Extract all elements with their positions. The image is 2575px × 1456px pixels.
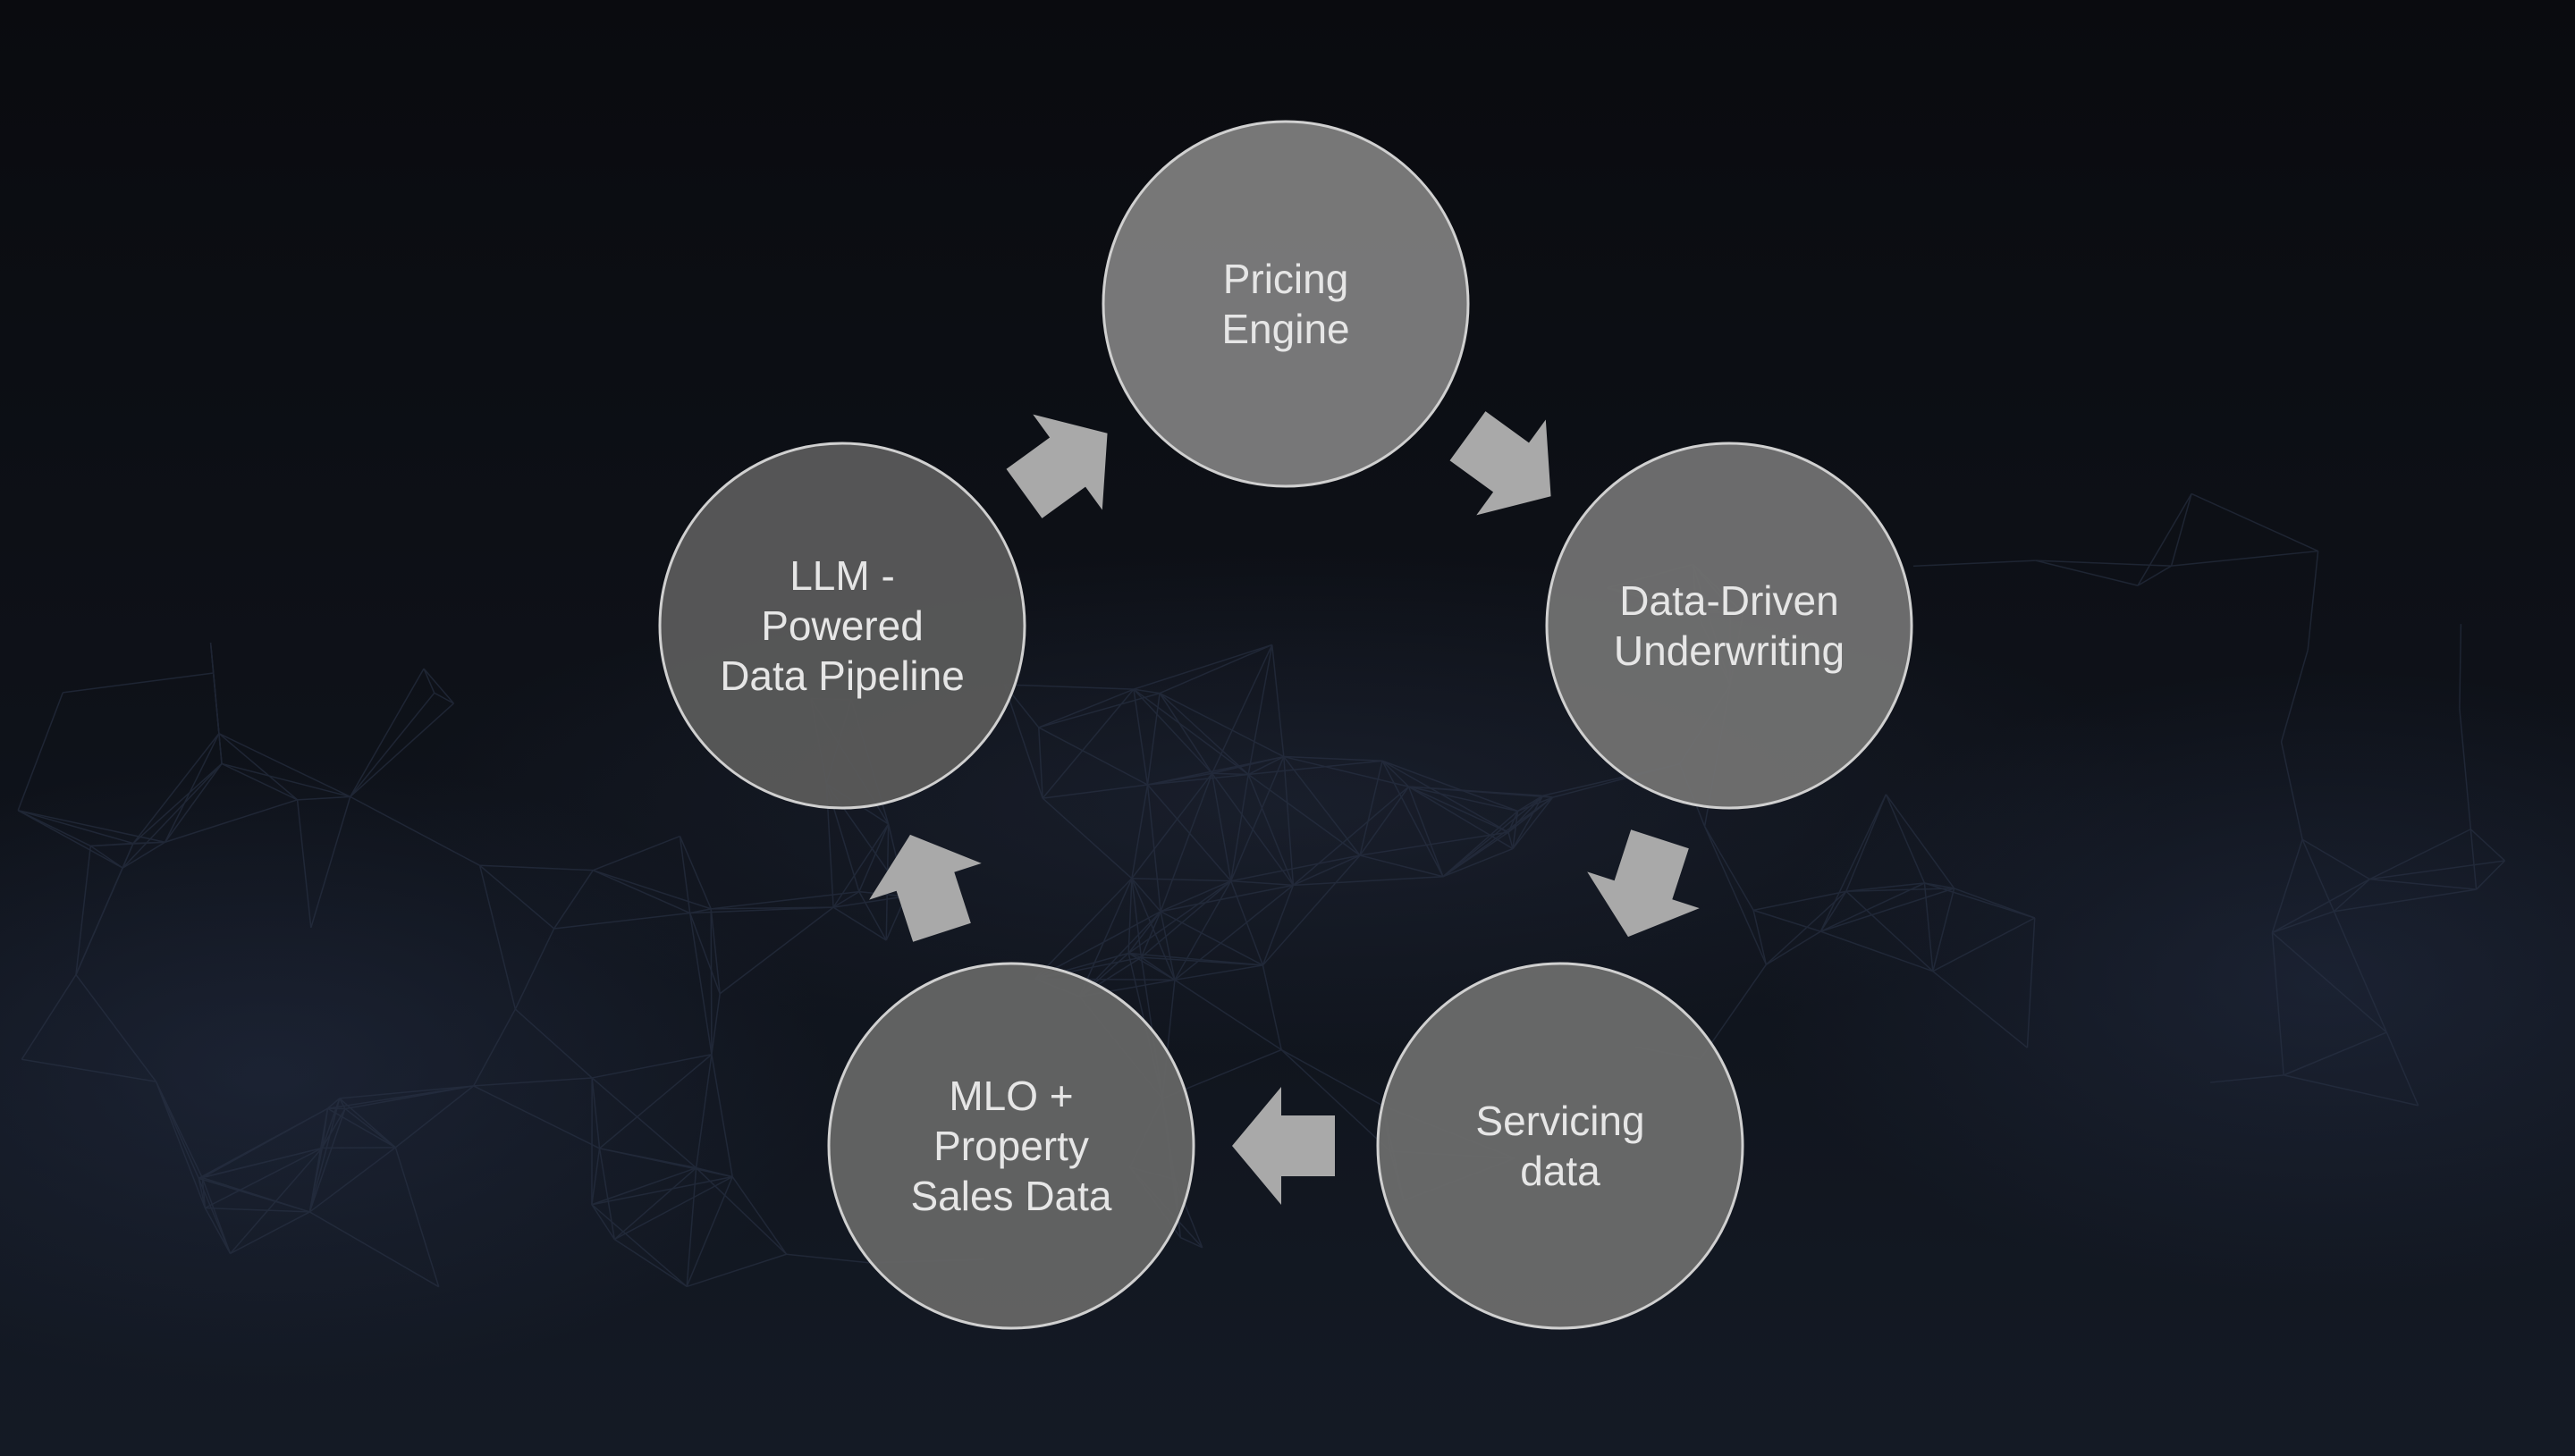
node-label-line: data xyxy=(1520,1148,1600,1194)
arrow-icon xyxy=(1587,829,1700,938)
arrow-icon xyxy=(1232,1087,1335,1205)
node-circle xyxy=(827,962,1195,1330)
node-label-line: Engine xyxy=(1221,306,1349,352)
node-circle xyxy=(1102,120,1470,488)
node-label-line: Property xyxy=(933,1123,1089,1169)
arrow-icon xyxy=(1006,414,1108,518)
node-label-line: LLM - xyxy=(789,552,895,599)
node-circle xyxy=(1376,962,1744,1330)
node-label-line: MLO + xyxy=(949,1073,1073,1119)
arrow-icon xyxy=(869,834,982,942)
node-label-line: Data-Driven xyxy=(1619,577,1838,624)
node-label-line: Sales Data xyxy=(910,1173,1111,1219)
node-label-line: Servicing xyxy=(1475,1098,1644,1144)
node-circle xyxy=(1545,442,1913,810)
node-label-line: Data Pipeline xyxy=(720,652,965,699)
node-label-line: Underwriting xyxy=(1614,627,1845,674)
node-circle xyxy=(658,442,1026,810)
arrow-icon xyxy=(1449,411,1551,516)
node-label-line: Powered xyxy=(761,602,924,649)
node-label-line: Pricing xyxy=(1223,256,1349,302)
